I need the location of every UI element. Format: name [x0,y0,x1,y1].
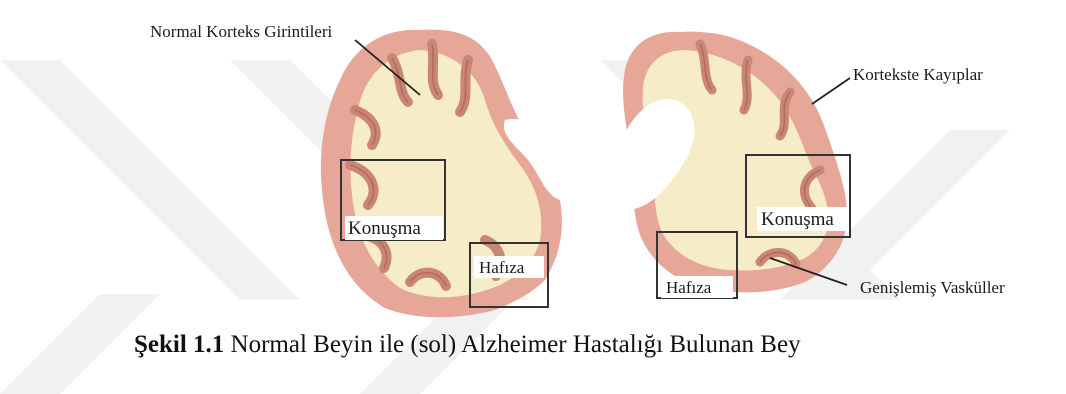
alzheimer-brain-section [612,32,847,293]
vessels-label: Genişlemiş Vasküller [860,278,1005,297]
memory-label-left: Hafıza [479,258,525,277]
leader-cortex-loss [812,78,850,104]
normal-cortex-label: Normal Korteks Girintileri [150,22,333,41]
caption-number: Şekil 1.1 [134,331,224,358]
caption-text: Normal Beyin ile (sol) Alzheimer Hastalı… [224,331,800,358]
cortex-loss-label: Kortekste Kayıplar [853,65,983,84]
speech-label-right: Konuşma [761,209,834,230]
figure-caption: Şekil 1.1 Normal Beyin ile (sol) Alzheim… [134,331,1066,359]
memory-label-right: Hafıza [666,278,712,297]
speech-label-left: Konuşma [348,218,421,239]
